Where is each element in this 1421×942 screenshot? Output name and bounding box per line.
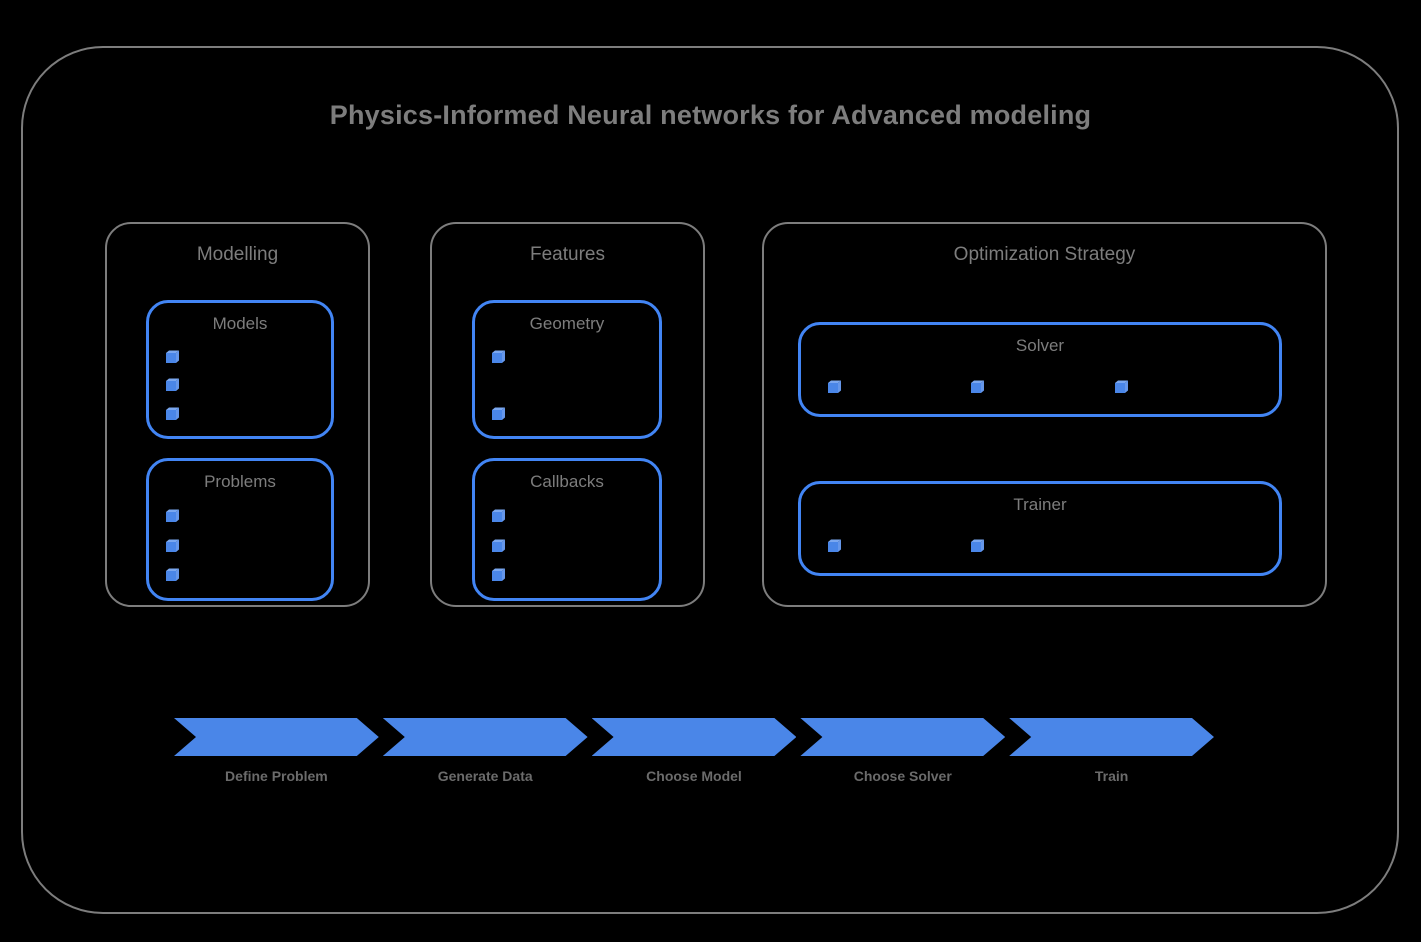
group-card-features: Features (430, 222, 705, 607)
sub-card-problems[interactable]: Problems (146, 458, 334, 601)
pipeline-step-generate-data[interactable]: Generate Data (383, 718, 588, 784)
group-card-modelling: Modelling (105, 222, 370, 607)
list-item[interactable] (163, 501, 323, 531)
sub-card-title-models: Models (212, 314, 268, 333)
cube-icon (828, 380, 841, 393)
cube-icon (166, 378, 179, 392)
list-item[interactable] (968, 537, 1111, 555)
cube-icon (166, 350, 179, 364)
group-title-features: Features (530, 244, 605, 265)
sub-card-solver[interactable]: Solver (798, 322, 1282, 417)
pipeline-step-label: Train (1094, 768, 1129, 784)
list-item[interactable] (968, 378, 1111, 396)
sub-card-geometry[interactable]: Geometry (472, 300, 662, 439)
list-item[interactable] (489, 400, 651, 428)
cube-icon (1114, 380, 1128, 393)
item-list-problems (163, 501, 323, 590)
item-list-models (163, 343, 323, 428)
pipeline-step-label: Choose Model (646, 768, 742, 784)
pipeline-step-define-problem[interactable]: Define Problem (174, 718, 379, 784)
list-item[interactable] (825, 537, 968, 555)
list-item[interactable] (1112, 378, 1255, 396)
list-item[interactable] (825, 378, 968, 396)
sub-card-callbacks[interactable]: Callbacks (472, 458, 662, 601)
list-item[interactable] (163, 560, 323, 590)
sub-card-title-trainer: Trainer (1013, 495, 1067, 514)
group-title-optimization-strategy: Optimization Strategy (953, 244, 1136, 265)
workflow-pipeline: Define Problem Generate Data Choose Mode… (174, 718, 1214, 784)
diagram-outer-frame (21, 46, 1399, 914)
sub-card-title-callbacks: Callbacks (530, 472, 604, 491)
list-item[interactable] (163, 343, 323, 371)
chevron-arrow-icon (1009, 718, 1214, 756)
sub-card-title-solver: Solver (1015, 336, 1065, 355)
list-item[interactable] (489, 343, 651, 371)
sub-card-trainer[interactable]: Trainer (798, 481, 1282, 576)
group-title-modelling: Modelling (196, 244, 279, 265)
cube-icon (166, 509, 179, 522)
cube-icon (492, 539, 505, 552)
cube-icon (971, 380, 985, 393)
cube-icon (492, 407, 505, 420)
pipeline-step-choose-model[interactable]: Choose Model (592, 718, 797, 784)
chevron-arrow-icon (174, 718, 379, 756)
item-list-trainer (825, 528, 1255, 563)
chevron-arrow-icon (800, 718, 1005, 756)
cube-icon (492, 568, 505, 582)
cube-icon (492, 509, 505, 522)
sub-card-title-problems: Problems (204, 472, 276, 491)
page-title: Physics-Informed Neural networks for Adv… (329, 100, 1092, 130)
list-item[interactable] (163, 400, 323, 428)
pipeline-step-label: Generate Data (437, 768, 533, 784)
chevron-arrow-icon (592, 718, 797, 756)
pipeline-step-label: Choose Solver (853, 768, 952, 784)
sub-card-models[interactable]: Models (146, 300, 334, 439)
pipeline-step-choose-solver[interactable]: Choose Solver (800, 718, 1005, 784)
cube-icon (971, 539, 985, 552)
chevron-arrow-icon (383, 718, 588, 756)
item-list-geometry (489, 343, 651, 428)
list-item[interactable] (489, 531, 651, 561)
item-list-callbacks (489, 501, 651, 590)
sub-card-title-geometry: Geometry (529, 314, 605, 333)
item-list-solver (825, 369, 1255, 404)
cube-icon (166, 407, 179, 420)
cube-icon (166, 568, 179, 582)
pipeline-step-train[interactable]: Train (1009, 718, 1214, 784)
list-item[interactable] (163, 531, 323, 561)
list-item[interactable] (163, 371, 323, 399)
group-card-optimization-strategy: Optimization Strategy (762, 222, 1327, 607)
list-item[interactable] (489, 501, 651, 531)
cube-icon (828, 539, 841, 552)
list-item[interactable] (489, 560, 651, 590)
pipeline-step-label: Define Problem (225, 768, 328, 784)
cube-icon (166, 539, 179, 552)
cube-icon (492, 350, 505, 364)
